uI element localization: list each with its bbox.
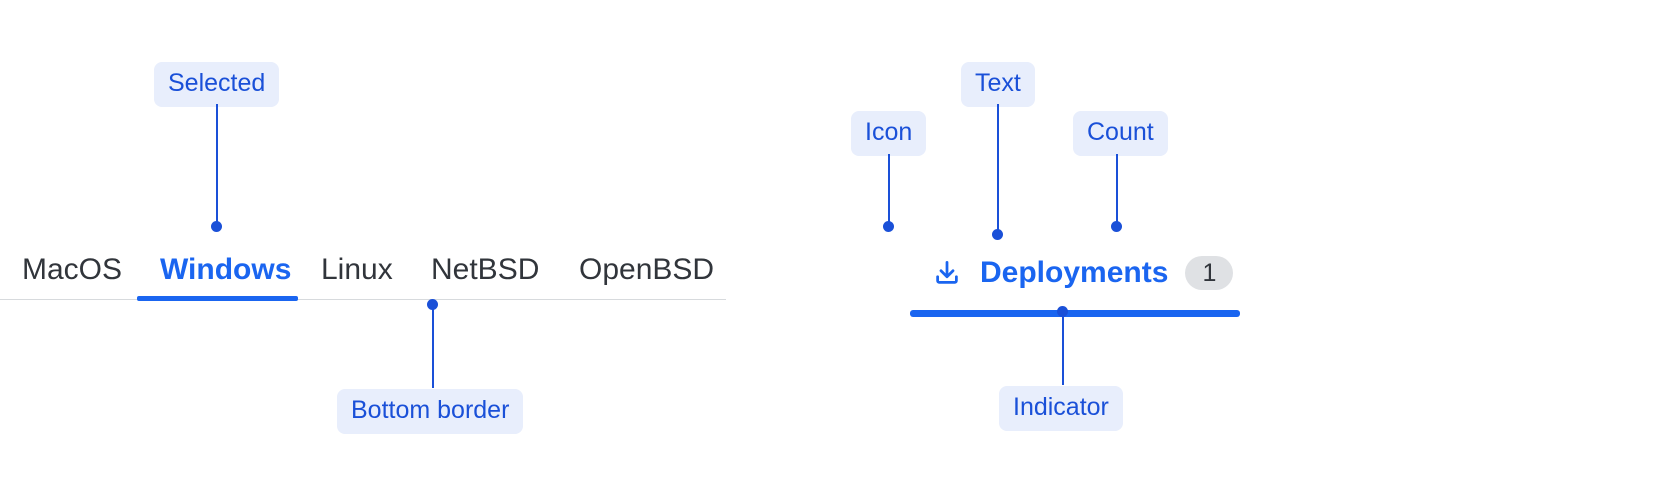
- leader-line-icon: [888, 154, 890, 226]
- tab-deployments[interactable]: Deployments 1: [910, 245, 1234, 301]
- tab-openbsd[interactable]: OpenBSD: [579, 253, 715, 286]
- leader-line-bottom-border: [432, 305, 434, 388]
- callout-bottom-border: Bottom border: [337, 389, 524, 434]
- leader-dot-indicator: [1057, 306, 1068, 317]
- tab-bar-text-only: MacOS Windows Linux NetBSD OpenBSD: [0, 248, 726, 301]
- count-badge: 1: [1185, 256, 1234, 290]
- deployments-label: Deployments: [980, 256, 1169, 289]
- selected-indicator: [910, 310, 1240, 317]
- tabbar-divider: [0, 299, 726, 300]
- callout-icon: Icon: [851, 111, 927, 156]
- leader-line-text: [997, 104, 999, 234]
- tab-netbsd[interactable]: NetBSD: [431, 253, 540, 286]
- leader-dot-count: [1111, 221, 1122, 232]
- selected-tab-underline: [137, 296, 298, 301]
- download-icon: [932, 258, 962, 288]
- tab-bar-icon-text-count: Deployments 1: [910, 245, 1240, 317]
- leader-dot-text: [992, 229, 1003, 240]
- leader-line-selected: [216, 104, 218, 226]
- leader-dot-selected: [211, 221, 222, 232]
- leader-dot-bottom-border: [427, 299, 438, 310]
- callout-indicator: Indicator: [999, 386, 1123, 431]
- leader-dot-icon: [883, 221, 894, 232]
- callout-count: Count: [1073, 111, 1168, 156]
- tab-linux[interactable]: Linux: [321, 253, 393, 286]
- callout-text: Text: [961, 62, 1035, 107]
- leader-line-indicator: [1062, 317, 1064, 385]
- callout-selected: Selected: [154, 62, 280, 107]
- tab-windows[interactable]: Windows: [160, 253, 292, 286]
- tab-macos[interactable]: MacOS: [22, 253, 123, 286]
- leader-line-count: [1116, 154, 1118, 226]
